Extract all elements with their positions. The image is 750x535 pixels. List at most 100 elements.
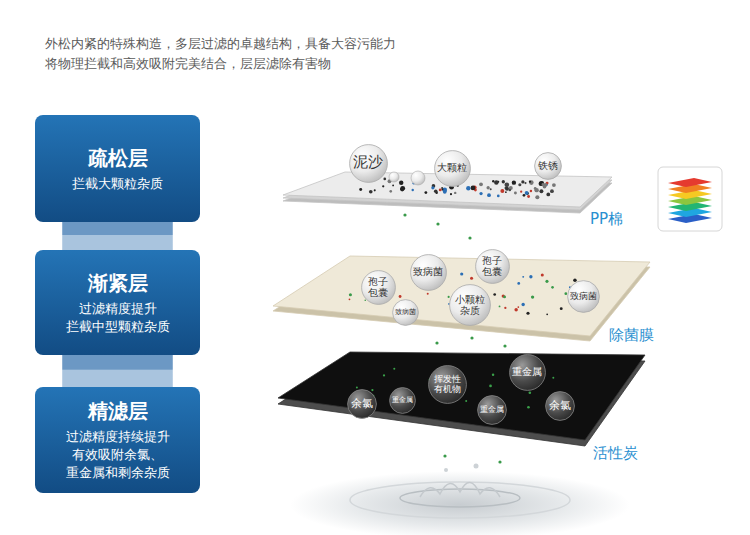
particle-dot	[435, 341, 438, 344]
particle-dot	[356, 387, 358, 389]
box-heading: 渐紧层	[88, 270, 148, 296]
bubble-text: 大颗粒	[437, 162, 467, 174]
bubble-shape	[475, 249, 509, 283]
filter-sheet-face	[278, 352, 645, 440]
bubble-text: 孢子 包囊	[368, 276, 388, 299]
particle-bubble-label: 致病菌	[392, 299, 419, 326]
particle-dot	[471, 185, 476, 190]
particle-dot	[530, 190, 533, 193]
particle-dot	[374, 189, 376, 191]
particle-bubble-label: 重金属	[477, 395, 507, 425]
bubble-shape	[348, 390, 377, 419]
particle-dot	[393, 368, 395, 370]
particle-dot	[531, 295, 534, 298]
particle-dot	[524, 182, 526, 184]
particle-dot	[364, 299, 366, 301]
particle-dot	[517, 282, 520, 285]
filter-layer: PP棉泥沙大颗粒铁锈	[270, 140, 630, 230]
particle-dot	[382, 185, 384, 187]
particle-dot	[450, 193, 452, 195]
particle-bubble-label: 重金属	[509, 354, 546, 391]
particle-dot	[512, 181, 516, 185]
bubble-text: 致病菌	[413, 266, 443, 278]
particle-dot	[514, 192, 517, 195]
particle-dot	[448, 296, 450, 298]
layer-icon-frame	[658, 167, 722, 231]
particle-dot	[517, 306, 519, 308]
particle-dot	[466, 186, 470, 190]
particle-bubble-label: 致病菌	[567, 280, 600, 313]
bubble-text: 致病菌	[570, 291, 597, 301]
bubble-text: 重金属	[392, 396, 413, 404]
particle-dot	[492, 374, 494, 376]
particle-dot	[504, 307, 506, 309]
filter-sheet-group	[273, 256, 650, 341]
particle-bubble-label: 小颗粒 杂质	[449, 284, 491, 326]
particle-dot	[443, 454, 446, 457]
particle-bubble-label: 余氯	[347, 389, 377, 419]
title-block: 外松内紧的特殊构造，多层过滤的卓越结构，具备大容污能力 将物理拦截和高效吸附完美…	[45, 34, 410, 74]
water-ripple	[350, 482, 570, 518]
particle-dot	[546, 313, 548, 315]
layer-label: 活性炭	[593, 444, 638, 463]
bubble-shape	[392, 299, 418, 325]
particle-dot	[494, 180, 499, 185]
particle-dot	[439, 188, 442, 191]
particle-dot	[503, 344, 506, 347]
bubble-shape	[567, 280, 599, 312]
bubble-text: 重金属	[512, 366, 542, 378]
particle-dot	[539, 189, 543, 193]
title-text: 外松内紧的特殊构造，多层过滤的卓越结构，具备大容污能力 将物理拦截和高效吸附完美…	[45, 34, 410, 74]
particle-dot	[546, 193, 550, 197]
particle-dot	[502, 180, 505, 183]
particle-dot	[529, 181, 531, 183]
particle-bubble-label: 挥发性 有机物	[428, 365, 467, 404]
bubble-text: 泥沙	[353, 154, 383, 171]
particle-dot	[479, 182, 483, 186]
particle-dot	[529, 180, 534, 185]
particle-dot	[443, 190, 447, 194]
bubble-shape	[478, 396, 507, 425]
bubble-shape	[361, 270, 395, 304]
particle-dot	[529, 391, 532, 394]
filter-layer: 活性炭余氯重金属挥发性 有机物重金属重金属余氯	[265, 340, 655, 465]
particle-dot	[468, 236, 471, 239]
particle-dot	[470, 277, 473, 280]
layer-box: 渐紧层过滤精度提升 拦截中型颗粒杂质	[35, 250, 200, 355]
particle-dot	[522, 276, 524, 278]
particle-dot	[503, 296, 506, 299]
bubble-shape	[410, 254, 446, 290]
particle-dot	[427, 293, 429, 295]
particle-dot	[431, 186, 434, 189]
layer-label: PP棉	[590, 210, 623, 229]
bubble-shape	[509, 354, 545, 390]
particle-dot	[498, 460, 501, 463]
bubble-shape	[535, 153, 562, 180]
particle-dot	[492, 180, 494, 182]
particle-dot	[504, 182, 509, 187]
particle-dot	[454, 192, 456, 194]
particle-dot	[400, 187, 404, 191]
particle-dot	[523, 194, 526, 197]
connector-band	[62, 355, 173, 387]
particle-dot	[436, 222, 439, 225]
particle-dot	[521, 180, 524, 183]
particle-dot	[349, 298, 351, 300]
particle-dot	[541, 273, 544, 276]
particle-dot	[392, 184, 394, 186]
particle-dot	[560, 307, 563, 310]
box-heading: 精滤层	[88, 398, 148, 424]
particle-dot	[550, 189, 554, 193]
particle-dot	[369, 190, 373, 194]
particle-dot	[371, 389, 373, 391]
particle-dot	[399, 180, 403, 184]
particle-dot	[487, 193, 491, 197]
particle-dot	[434, 189, 438, 193]
bubble-shape	[428, 365, 466, 403]
particle-dot	[389, 190, 392, 193]
bubble-shape	[434, 150, 470, 186]
particle-dot	[465, 400, 467, 402]
layer-box: 疏松层拦截大颗粒杂质	[35, 115, 200, 222]
water-crown	[420, 482, 500, 497]
